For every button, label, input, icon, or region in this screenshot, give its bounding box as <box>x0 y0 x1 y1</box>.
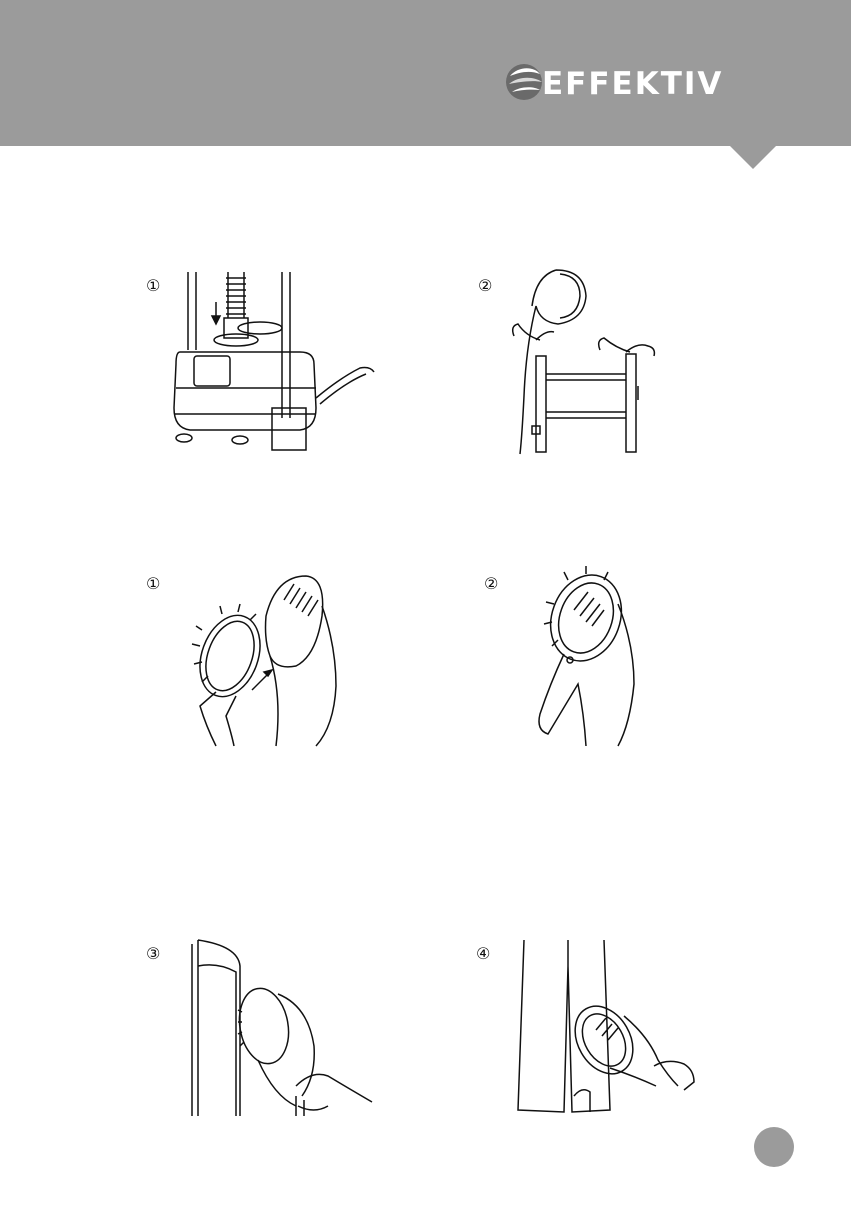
step-marker: ② <box>478 276 492 295</box>
header-notch <box>730 146 776 169</box>
brush-attachment-alignment-icon <box>186 566 366 748</box>
brand-name: EFFEKTIV <box>542 66 723 102</box>
brush-attachment-fitted-icon <box>524 564 664 748</box>
steaming-trousers-icon <box>508 936 698 1118</box>
step-marker: ② <box>484 574 498 593</box>
step-marker: ① <box>146 276 160 295</box>
steaming-garment-on-hanger-icon <box>178 936 378 1118</box>
step-marker: ④ <box>476 944 490 963</box>
steamer-base-hose-insertion-icon <box>160 268 380 458</box>
step-marker: ③ <box>146 944 160 963</box>
steamer-head-on-hanger-frame-icon <box>496 266 676 458</box>
page-number-badge <box>754 1127 794 1167</box>
step-marker: ① <box>146 574 160 593</box>
